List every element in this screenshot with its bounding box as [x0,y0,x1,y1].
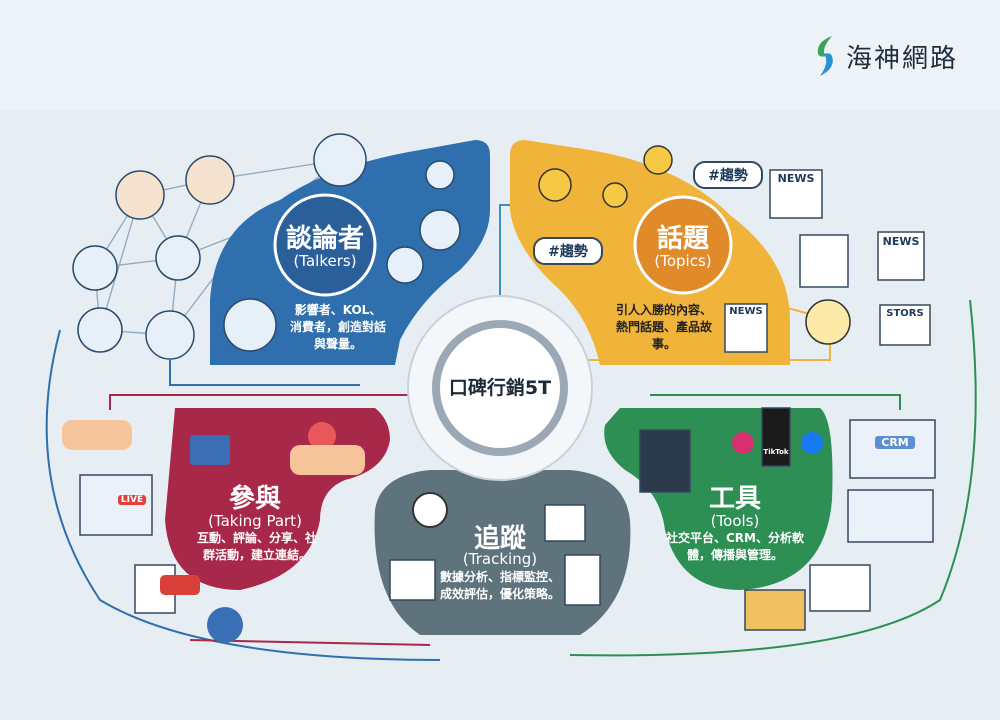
topics-subtitle: (Topics) [654,252,712,270]
handshake-icon [62,420,132,450]
tools-title: 工具 [708,484,761,514]
chart-monitor-icon [389,559,436,601]
report-doc-icon [564,554,601,606]
tools-subtitle: (Tools) [710,512,760,530]
taking-part-title: 參與 [228,484,281,514]
tablet-icon [639,429,691,493]
flow-arrow-tools [650,394,901,410]
phone-icon [761,407,791,467]
flow-arrow-talkers [169,360,360,386]
topics-description: 引人入勝的內容、熱門話題、產品故事。 [615,303,712,351]
center-label: 口碑行銷5T [448,377,552,399]
person-like-icon [207,607,243,643]
live-video-icon [79,474,153,536]
tracking-subtitle: (Tracking) [462,550,538,568]
person-avatar-icons [72,133,461,360]
handshake-icon [290,445,365,475]
newspaper-icon [724,303,768,353]
news-label: NEWS [729,306,763,317]
taking-part-subtitle: (Taking Part) [208,512,302,530]
newspaper-icon [799,234,849,288]
newspaper-icon [769,169,823,219]
topics-badge [633,195,733,295]
newspaper-icon [877,231,925,281]
heart-chat-icon [308,422,336,450]
topics-title: 話題 [656,224,709,254]
crm-label: CRM [875,436,915,449]
live-label: LIVE [118,495,146,505]
magnifier-chart-icon [412,492,448,528]
chat-bubble-icon [190,435,230,465]
flow-arrow-part [109,394,410,410]
talkers-title: 談論者 [285,224,364,254]
instagram-icon [732,432,754,454]
report-window-icon [809,564,871,612]
crm-window-icon [849,419,936,479]
chat-bubble-icon [160,575,200,595]
stories-label: STORS [886,308,924,319]
taking-part-description: 互動、評論、分享、社群活動，建立連結。 [196,531,317,562]
brand-logo-icon [817,36,833,76]
facebook-icon [801,432,823,454]
brand-logo: 海神網路 [812,34,958,78]
tracking-description: 數據分析、指標監控、成效評估，優化策略。 [439,570,560,601]
talkers-description: 影響者、KOL、消費者，創造對話與聲量。 [290,303,387,351]
lightbulb-icons [538,145,851,345]
tools-description: 社交平台、CRM、分析軟體，傳播與管理。 [666,531,804,562]
tracking-title: 追蹤 [473,524,526,554]
news-label: NEWS [882,235,920,248]
talkers-subtitle: (Talkers) [293,252,357,270]
bar-chart-icon [544,504,586,542]
story-icon [879,304,931,346]
tiktok-label: TikTok [763,448,789,456]
flow-arrow-loop-right [569,299,977,657]
brand-name: 海神網路 [846,43,959,74]
trend-bubble: #趨勢 [693,161,763,189]
news-label: NEWS [777,172,815,185]
trend-bubble: #趨勢 [533,237,603,265]
flow-arrow-loop-left [45,329,441,661]
talkers-badge [273,193,377,297]
center-circle [440,328,560,448]
analytics-window-icon [847,489,934,543]
email-icon [744,589,806,631]
